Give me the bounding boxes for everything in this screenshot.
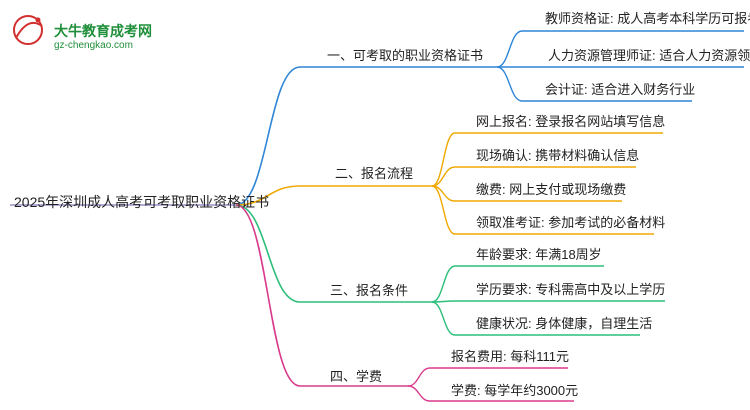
leaf-node: 教师资格证: 成人高考本科学历可报考 xyxy=(545,11,750,26)
branch-connector xyxy=(235,204,301,303)
leaf-node: 报名费用: 每科111元 xyxy=(451,349,569,364)
branch-connector xyxy=(235,185,301,206)
leaf-node: 网上报名: 登录报名网站填写信息 xyxy=(476,114,666,129)
leaf-connector xyxy=(496,30,523,68)
root-node: 2025年深圳成人高考可考取职业资格证书 xyxy=(14,194,270,210)
leaf-connector xyxy=(407,367,431,387)
leaf-node: 缴费: 网上支付或现场缴费 xyxy=(476,182,627,197)
leaf-node: 学费: 每学年约3000元 xyxy=(451,383,579,398)
brand-logo-icon xyxy=(13,15,43,45)
leaf-connector xyxy=(407,385,431,402)
leaf-connector xyxy=(431,185,456,235)
leaf-connector xyxy=(431,166,456,187)
leaf-connector xyxy=(431,132,456,187)
connector-lines xyxy=(10,30,744,402)
branch-connector xyxy=(235,204,301,387)
leaf-connector xyxy=(496,66,523,102)
leaf-connector xyxy=(431,265,456,303)
brand-name: 大牛教育成考网 xyxy=(54,23,152,39)
branch-node-process: 二、报名流程 xyxy=(335,166,414,181)
branch-node-conditions: 三、报名条件 xyxy=(330,283,409,298)
branch-node-fees: 四、学费 xyxy=(330,369,383,384)
leaf-node: 会计证: 适合进入财务行业 xyxy=(545,82,696,97)
branch-connector xyxy=(235,66,301,206)
leaf-connector xyxy=(431,301,456,336)
leaf-node: 领取准考证: 参加考试的必备材料 xyxy=(476,215,666,230)
leaf-node: 现场确认: 携带材料确认信息 xyxy=(476,148,640,163)
leaf-node: 学历要求: 专科需高中及以上学历 xyxy=(476,282,666,297)
brand-url: gz-chengkao.com xyxy=(54,40,133,51)
branch-node-qualifications: 一、可考取的职业资格证书 xyxy=(327,48,484,63)
leaf-node: 年龄要求: 年满18周岁 xyxy=(476,247,602,262)
leaf-node: 健康状况: 身体健康，自理生活 xyxy=(476,316,653,331)
leaf-node: 人力资源管理师证: 适合人力资源领域 xyxy=(548,48,750,63)
